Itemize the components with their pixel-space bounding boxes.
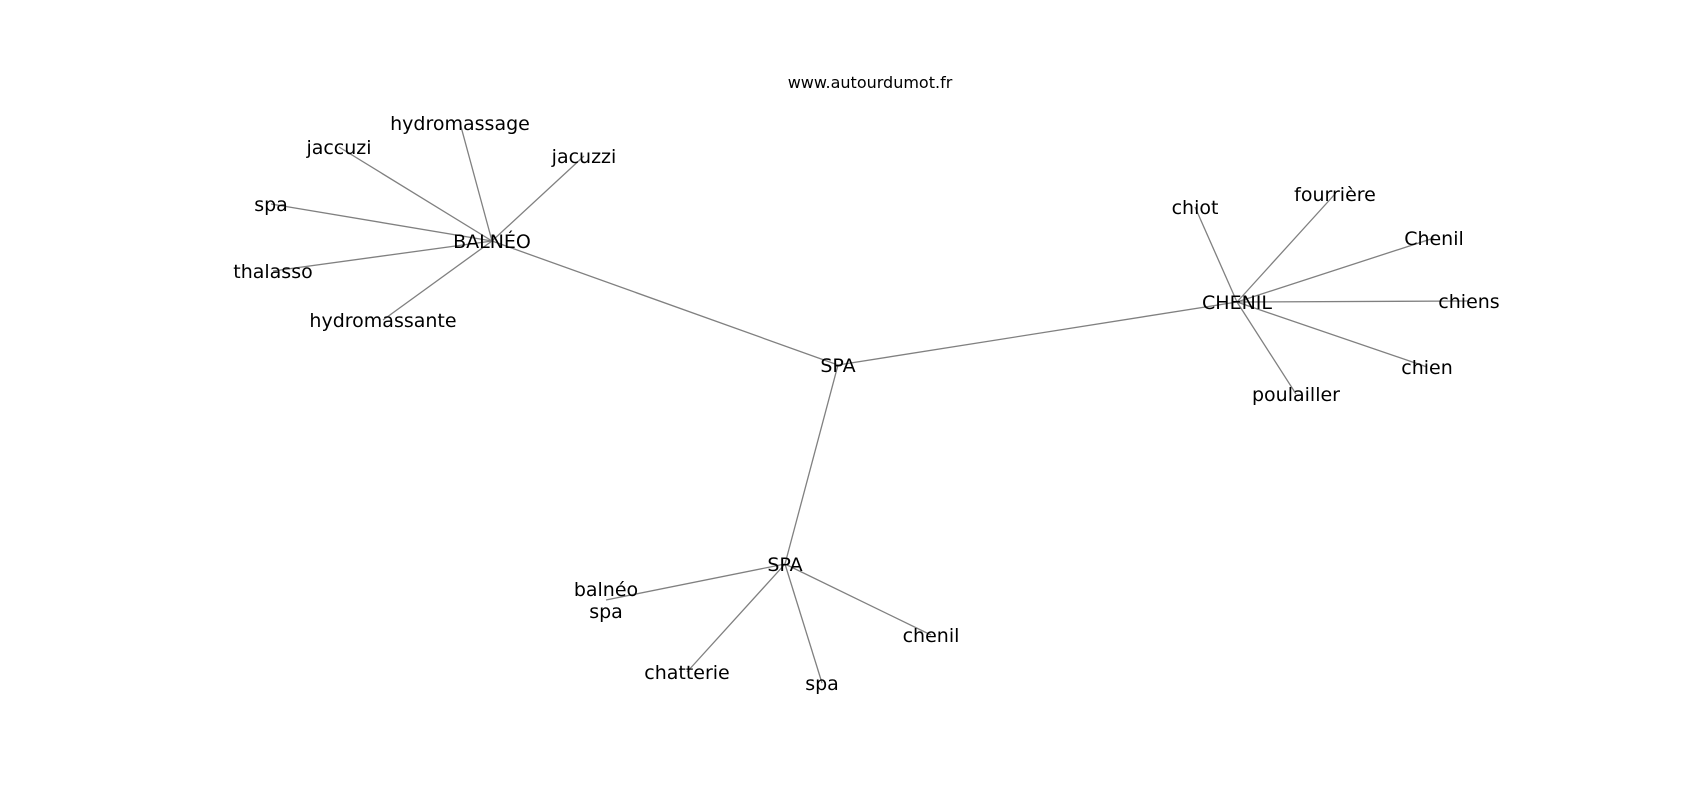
edge-spa-chenil [784, 563, 932, 636]
node-leaf-chenil-chiens: chiens [1438, 291, 1499, 313]
node-hub-chenil: CHENIL [1202, 292, 1272, 314]
edge-chenil-chenil [1236, 237, 1435, 303]
node-leaf-spa-chatterie: chatterie [644, 662, 730, 684]
node-leaf-spa-chenil: chenil [903, 625, 960, 647]
edge-balneo-hydromassage [459, 122, 493, 242]
edge-chenil-chiens [1236, 300, 1470, 303]
node-leaf-spa-spa: spa [805, 673, 839, 695]
node-leaf-chenil-poulailler: poulailler [1252, 384, 1340, 406]
node-leaf-balneo-hydromassante: hydromassante [309, 310, 456, 332]
node-leaf-balneo-jacuzzi: jacuzzi [551, 146, 617, 168]
node-leaf-chenil-chenil: Chenil [1404, 228, 1464, 250]
edge-chenil-chiot [1194, 206, 1238, 303]
node-leaf-chenil-chien: chien [1401, 357, 1453, 379]
graph-labels: www.autourdumot.fr SPA BALNÉO hydromassage… [233, 73, 1499, 695]
edge-spa-chatterie [686, 563, 786, 673]
edge-center-balneo [491, 240, 839, 366]
edge-balneo-hydromassante [382, 240, 493, 321]
node-leaf-chenil-fourriere: fourrière [1294, 184, 1376, 206]
edge-center-chenil [837, 301, 1238, 366]
edge-balneo-jacuzzi [491, 155, 585, 242]
node-leaf-balneo-jaccuzi: jaccuzi [305, 137, 371, 159]
node-hub-spa: SPA [767, 554, 802, 576]
edge-chenil-poulailler [1236, 301, 1297, 395]
node-leaf-chenil-chiot: chiot [1172, 197, 1219, 219]
graph-edges [270, 122, 1470, 684]
site-url: www.autourdumot.fr [788, 73, 953, 92]
node-leaf-balneo-spa: spa [254, 194, 288, 216]
edge-spa-spa [784, 563, 823, 684]
edge-spa-balneo-spa [605, 563, 786, 601]
node-hub-balneo: BALNÉO [453, 230, 531, 253]
edge-balneo-thalasso [272, 240, 493, 272]
edge-chenil-fourriere [1236, 193, 1336, 303]
node-leaf-balneo-thalasso: thalasso [233, 261, 312, 283]
edge-chenil-chien [1236, 301, 1428, 368]
edge-balneo-jaccuzi [338, 146, 493, 242]
node-center-spa: SPA [820, 355, 855, 377]
node-leaf-balneo-hydromassage: hydromassage [390, 113, 530, 135]
edge-balneo-spa [270, 203, 493, 242]
edge-center-spa [784, 364, 839, 565]
